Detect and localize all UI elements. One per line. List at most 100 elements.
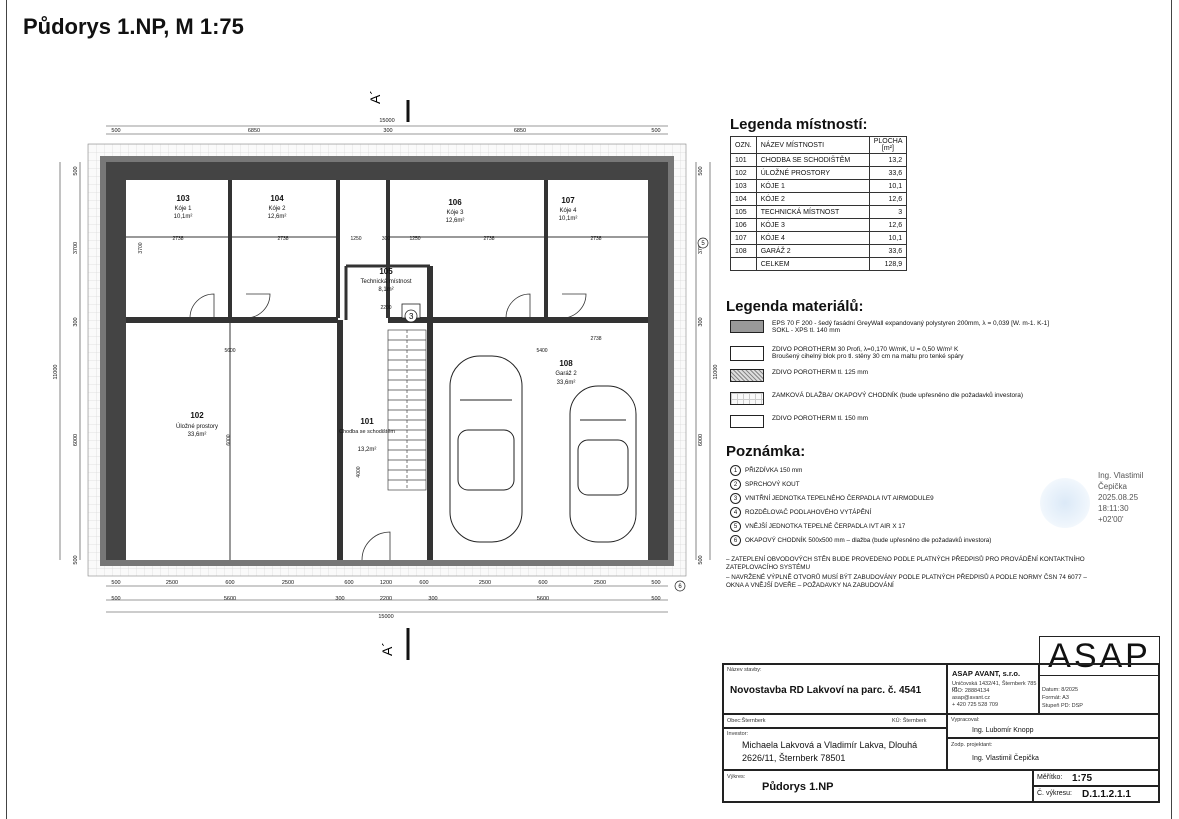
room-num-106: 106	[448, 198, 462, 207]
swatch-porotherm-150	[730, 415, 764, 428]
project-name: Novostavba RD Lakvoví na parc. č. 4541	[730, 685, 922, 696]
cell: 102	[730, 166, 757, 180]
cell: 101	[730, 153, 757, 167]
room-name-104: Kóje 2	[268, 206, 286, 212]
room-area-104: 12,6m²	[268, 214, 287, 220]
cell: 104	[730, 192, 757, 206]
cell: 107	[730, 231, 757, 245]
inner-dim-0: 2738	[172, 236, 183, 242]
dim-b1-5: 1200	[380, 580, 392, 586]
designer: Ing. Vlastimil Čepička	[972, 755, 1039, 762]
room-num-108: 108	[559, 359, 573, 368]
dim-left-4: 500	[73, 555, 79, 564]
room-num-103: 103	[176, 194, 190, 203]
cell-cislo: Č. výkresu: D.1.1.2.1.1	[1033, 786, 1159, 802]
staircase	[387, 329, 427, 491]
company-line: Uničovská 1432/41, Šternberk 785 01	[952, 681, 1037, 693]
dim-b1-7: 2500	[479, 580, 491, 586]
inner-dim-4: 1250	[409, 236, 420, 242]
dim-top-2: 300	[383, 128, 392, 134]
legend-materials-title: Legenda materiálů:	[726, 298, 864, 315]
dim-b1-3: 2500	[282, 580, 294, 586]
label: Měřítko:	[1037, 774, 1063, 781]
note-number: 1	[730, 465, 741, 476]
company-name: ASAP AVANT, s.r.o.	[952, 669, 1021, 678]
inner-dim-6: 2738	[590, 236, 601, 242]
svg-text:3: 3	[409, 312, 414, 321]
dimension-lines	[59, 125, 711, 613]
material-porotherm-150: ZDIVO POROTHERM tl. 150 mm	[730, 415, 868, 428]
material-text: EPS 70 F 200 - šedý fasádní GreyWall exp…	[772, 320, 1050, 327]
cell: 12,6	[868, 192, 908, 206]
signature-line: Čepička	[1098, 482, 1127, 491]
label: Zodp. projektant:	[951, 742, 993, 748]
section-mark-bottom: A´	[379, 642, 395, 656]
material-eps: EPS 70 F 200 - šedý fasádní GreyWall exp…	[730, 320, 1049, 334]
note-number: 4	[730, 507, 741, 518]
cell: KÓJE 2	[755, 192, 870, 206]
municipality: Obec:Šternberk	[727, 718, 766, 724]
dim-b1-4: 600	[344, 580, 353, 586]
door-swings	[189, 293, 587, 561]
cell: KÓJE 1	[755, 179, 870, 193]
label: Výkres:	[727, 774, 746, 780]
cell: 10,1	[868, 179, 908, 193]
signature-stamp	[1040, 478, 1090, 528]
label: Vypracoval:	[951, 717, 980, 723]
material-text: ZDIVO POROTHERM 30 Profi, λ=0,170 W/mK, …	[772, 346, 959, 353]
inner-dim-5: 2738	[483, 236, 494, 242]
cell-projektant: Zodp. projektant: Ing. Vlastimil Čepička	[947, 738, 1159, 770]
room-name-108: Garáž 2	[555, 371, 577, 377]
room-name-103: Kóje 1	[174, 206, 192, 212]
inner-dim-7: 2200	[380, 305, 391, 311]
plan-marker-5: 5	[701, 241, 705, 247]
notes-title: Poznámka:	[726, 443, 806, 460]
cadastral: KÚ: Šternberk	[892, 718, 927, 724]
room-labels: 103 Kóje 1 10,1m² 104 Kóje 2 12,6m² 106 …	[174, 194, 578, 453]
dim-left-2: 300	[73, 317, 79, 326]
room-area-102: 33,6m²	[188, 432, 207, 438]
note-number: 3	[730, 493, 741, 504]
remark-insulation: – ZATEPLENÍ OBVODOVÝCH STĚN BUDE PROVEDE…	[726, 556, 1085, 571]
dim-top-0: 500	[111, 128, 120, 134]
author: Ing. Lubomír Knopp	[972, 727, 1034, 734]
dim-b2-3: 2200	[380, 596, 392, 602]
company-line: IČO: 28884134	[952, 688, 990, 694]
dim-b2-5: 5600	[537, 596, 549, 602]
dim-b1-10: 500	[651, 580, 660, 586]
cell: CHODBA SE SCHODIŠTĚM	[755, 153, 870, 167]
section-mark-top: A´	[367, 90, 383, 104]
swatch-paving	[730, 392, 764, 405]
cell-meta: Datum: 8/2025 Formát: A3 Stupeň PD: DSP	[1039, 664, 1159, 714]
room-area-105: 8,1m²	[378, 287, 393, 293]
cell: CELKEM	[755, 257, 870, 271]
floor-plan: 3 103 Kóje 1 10,1m² 104 Kóje 2 12,6m² 10…	[53, 90, 719, 660]
legend-rooms-header-area: PLOCHA [m²]	[868, 136, 908, 154]
cell	[730, 257, 757, 271]
signature-line: 18:11:30	[1098, 504, 1129, 513]
drawing-name: Půdorys 1.NP	[762, 781, 834, 793]
signature-line: 2025.08.25	[1098, 493, 1139, 502]
drawing-number: D.1.1.2.1.1	[1082, 789, 1131, 800]
interior-walls	[126, 180, 648, 560]
inner-dim-12: 6000	[226, 434, 232, 445]
room-num-107: 107	[561, 196, 575, 205]
swatch-porotherm-30	[730, 346, 764, 361]
room-area-103: 10,1m²	[174, 214, 193, 220]
dim-left-total: 11000	[53, 365, 59, 380]
cell: 108	[730, 244, 757, 258]
dim-top-1: 6850	[248, 128, 260, 134]
material-text: ZAMKOVÁ DLAŽBA/ OKAPOVÝ CHODNÍK (bude up…	[772, 392, 1024, 399]
